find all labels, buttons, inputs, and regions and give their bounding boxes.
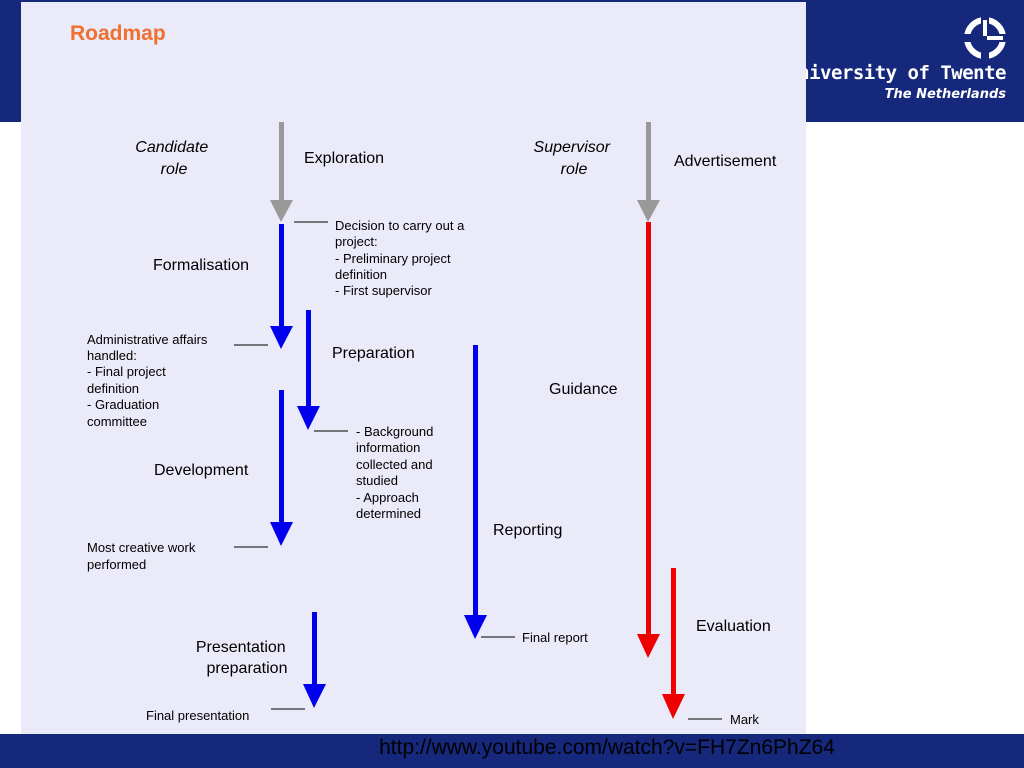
milestone-final-report: Final report [522, 630, 588, 645]
arrow-exploration [270, 122, 293, 222]
milestone-creative: Most creative work performed [87, 540, 199, 572]
arrow-presentation [303, 612, 326, 708]
arrow-reporting [464, 345, 487, 639]
supervisor-role-label: Supervisor role [534, 139, 615, 178]
phase-exploration: Exploration [304, 150, 384, 167]
phase-development: Development [154, 462, 249, 479]
arrow-formalisation [270, 224, 293, 349]
candidate-role-label: Candidate role [135, 139, 212, 178]
phase-evaluation: Evaluation [696, 618, 771, 635]
milestone-admin: Administrative affairs handled: - Final … [87, 332, 211, 429]
milestone-decision: Decision to carry out a project: - Preli… [335, 218, 468, 298]
milestone-mark: Mark [730, 712, 759, 727]
phase-preparation: Preparation [332, 345, 415, 362]
milestone-final-presentation: Final presentation [146, 708, 249, 723]
milestone-background: - Background information collected and s… [356, 424, 437, 521]
phase-reporting: Reporting [493, 522, 562, 539]
slide-title: Roadmap [70, 22, 166, 45]
phase-advertisement: Advertisement [674, 153, 777, 170]
phase-presentation: Presentation preparation [196, 639, 290, 677]
arrow-development [270, 390, 293, 546]
arrow-evaluation [662, 568, 685, 719]
phase-formalisation: Formalisation [153, 257, 249, 274]
university-logo-icon [963, 17, 1007, 59]
footer-band [0, 734, 1024, 768]
brand-country: The Netherlands [884, 87, 1006, 102]
phase-guidance: Guidance [549, 381, 618, 398]
arrow-guidance [637, 222, 660, 658]
brand-name: niversity of Twente [798, 62, 1006, 84]
arrow-preparation [297, 310, 320, 430]
arrow-advertisement [637, 122, 660, 222]
footer-url: http://www.youtube.com/watch?v=FH7Zn6PhZ… [379, 736, 835, 759]
